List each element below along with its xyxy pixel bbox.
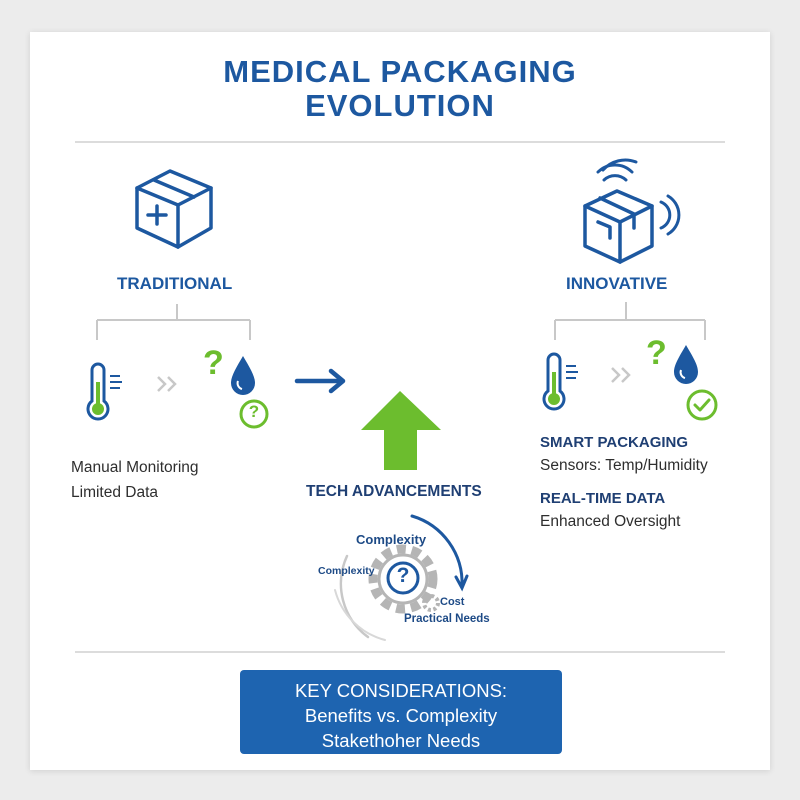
check-circle-icon — [686, 389, 718, 421]
tech-heading: TECH ADVANCEMENTS — [306, 483, 482, 500]
water-drop-icon — [231, 356, 255, 395]
key-considerations-line-3: Stakethoher Needs — [321, 730, 481, 751]
right-arrow-icon — [294, 368, 346, 394]
cost-label: Cost — [440, 596, 465, 608]
question-circle-icon — [239, 399, 269, 429]
small-gear-icon — [422, 594, 440, 612]
complexity-left-label: Complexity — [318, 565, 375, 577]
smart-packaging-detail: Sensors: Temp/Humidity — [540, 457, 708, 474]
top-divider — [75, 141, 725, 143]
traditional-line-2: Limited Data — [71, 484, 159, 501]
traditional-bracket — [96, 304, 251, 340]
traditional-heading: TRADITIONAL — [117, 274, 233, 293]
thermometer-icon — [542, 352, 578, 411]
key-considerations-box: KEY CONSIDERATIONS: Benefits vs. Complex… — [240, 670, 562, 754]
innovative-heading: INNOVATIVE — [566, 274, 668, 293]
question-mark-icon: ? — [646, 334, 667, 372]
question-mark-icon: ? — [203, 344, 224, 382]
gear-question-glyph: ? — [396, 564, 410, 587]
smart-box-icon — [583, 189, 654, 264]
innovative-bracket — [554, 302, 706, 340]
realtime-data-detail: Enhanced Oversight — [540, 513, 681, 530]
realtime-data-title: REAL-TIME DATA — [540, 490, 666, 507]
water-drop-icon — [674, 345, 698, 384]
up-arrow-icon — [361, 391, 441, 470]
practical-needs-label: Practical Needs — [404, 613, 490, 625]
title-line-2: EVOLUTION — [305, 88, 495, 123]
double-chevron-icon — [611, 367, 631, 383]
bottom-divider — [75, 651, 725, 653]
complexity-arcs — [334, 514, 469, 641]
double-chevron-icon — [157, 376, 177, 392]
gear-icon — [368, 544, 438, 614]
question-circle-glyph: ? — [248, 402, 260, 421]
key-considerations-heading: KEY CONSIDERATIONS: — [294, 680, 508, 701]
thermometer-icon — [86, 362, 122, 421]
wifi-signal-icon — [596, 158, 681, 236]
traditional-line-1: Manual Monitoring — [71, 459, 199, 476]
key-considerations-line-2: Benefits vs. Complexity — [304, 705, 498, 726]
title-line-1: MEDICAL PACKAGING — [223, 54, 577, 89]
box-plus-icon — [135, 169, 213, 249]
complexity-top-label: Complexity — [356, 532, 427, 547]
smart-packaging-title: SMART PACKAGING — [540, 434, 689, 451]
